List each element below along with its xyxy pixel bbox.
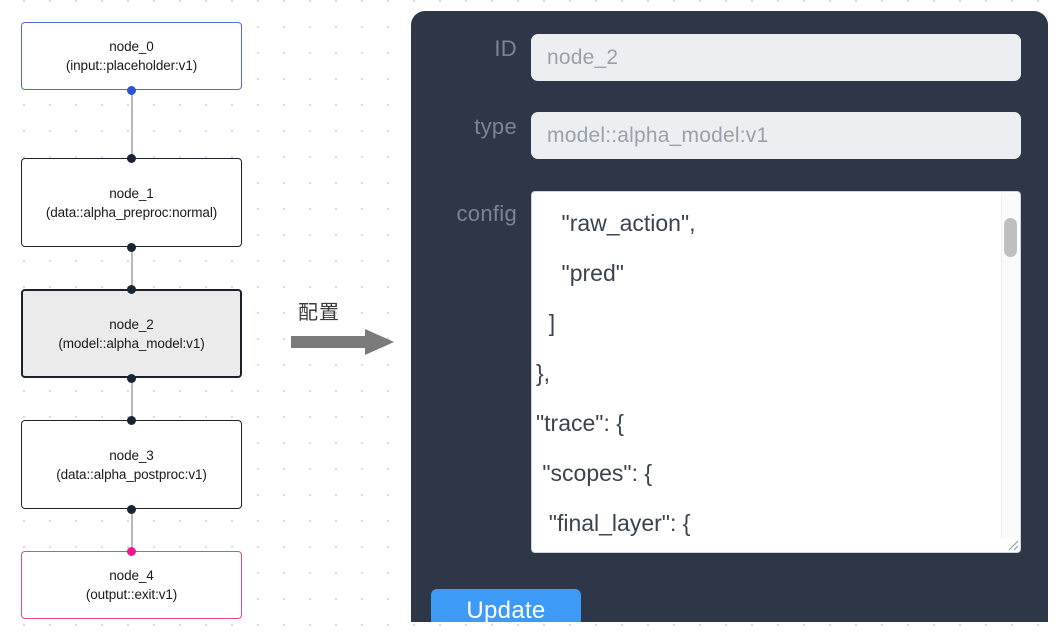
update-button[interactable]: Update (431, 589, 581, 622)
field-row-type: type (431, 112, 1021, 159)
node-handle-target-node_2[interactable] (127, 285, 136, 294)
config-textarea-content: "raw_action", "pred" ] }, "trace": { "sc… (536, 210, 696, 536)
field-row-config: config "raw_action", "pred" ] }, "trace"… (431, 191, 1021, 553)
config-scrollbar-thumb[interactable] (1004, 218, 1017, 257)
node-handle-target-node_3[interactable] (127, 416, 136, 425)
edge-node3-node4 (131, 509, 133, 551)
config-textarea[interactable]: "raw_action", "pred" ] }, "trace": { "sc… (531, 191, 1021, 553)
node-label: node_4(output::exit:v1) (85, 568, 178, 602)
id-input[interactable] (531, 34, 1021, 81)
edge-node0-node1 (131, 90, 133, 158)
type-field-label: type (474, 114, 517, 139)
node-node_3[interactable]: node_3(data::alpha_postproc:v1) (21, 420, 242, 509)
node-node_4[interactable]: node_4(output::exit:v1) (21, 551, 242, 619)
node-label: node_0(input::placeholder:v1) (65, 39, 198, 73)
node-handle-source-node_1[interactable] (127, 243, 136, 252)
node-handle-source-node_0[interactable] (127, 86, 136, 95)
config-scrollbar[interactable] (1001, 193, 1019, 538)
node-handle-target-node_1[interactable] (127, 154, 136, 163)
edge-node1-node2 (131, 247, 133, 289)
id-field-label: ID (494, 36, 517, 61)
type-input[interactable] (531, 112, 1021, 159)
annotation-label: 配置 (298, 300, 340, 324)
node-config-panel: ID type config "raw_action", "pred" ] },… (411, 11, 1048, 622)
field-row-id: ID (431, 34, 1021, 81)
edge-node2-node3 (131, 378, 133, 420)
resize-handle-icon[interactable] (1003, 535, 1019, 551)
node-node_2[interactable]: node_2(model::alpha_model:v1) (21, 289, 242, 378)
node-handle-source-node_2[interactable] (127, 374, 136, 383)
config-field-label: config (456, 201, 517, 226)
config-textarea-wrapper: "raw_action", "pred" ] }, "trace": { "sc… (531, 191, 1021, 553)
node-node_0[interactable]: node_0(input::placeholder:v1) (21, 22, 242, 90)
node-node_1[interactable]: node_1(data::alpha_preproc:normal) (21, 158, 242, 247)
node-handle-target-node_4[interactable] (127, 547, 136, 556)
node-label: node_2(model::alpha_model:v1) (58, 316, 205, 351)
node-label: node_3(data::alpha_postproc:v1) (56, 447, 207, 482)
arrow-right-icon (291, 329, 394, 355)
node-label: node_1(data::alpha_preproc:normal) (45, 185, 218, 220)
config-annotation: 配置 (291, 296, 401, 358)
node-handle-source-node_3[interactable] (127, 505, 136, 514)
